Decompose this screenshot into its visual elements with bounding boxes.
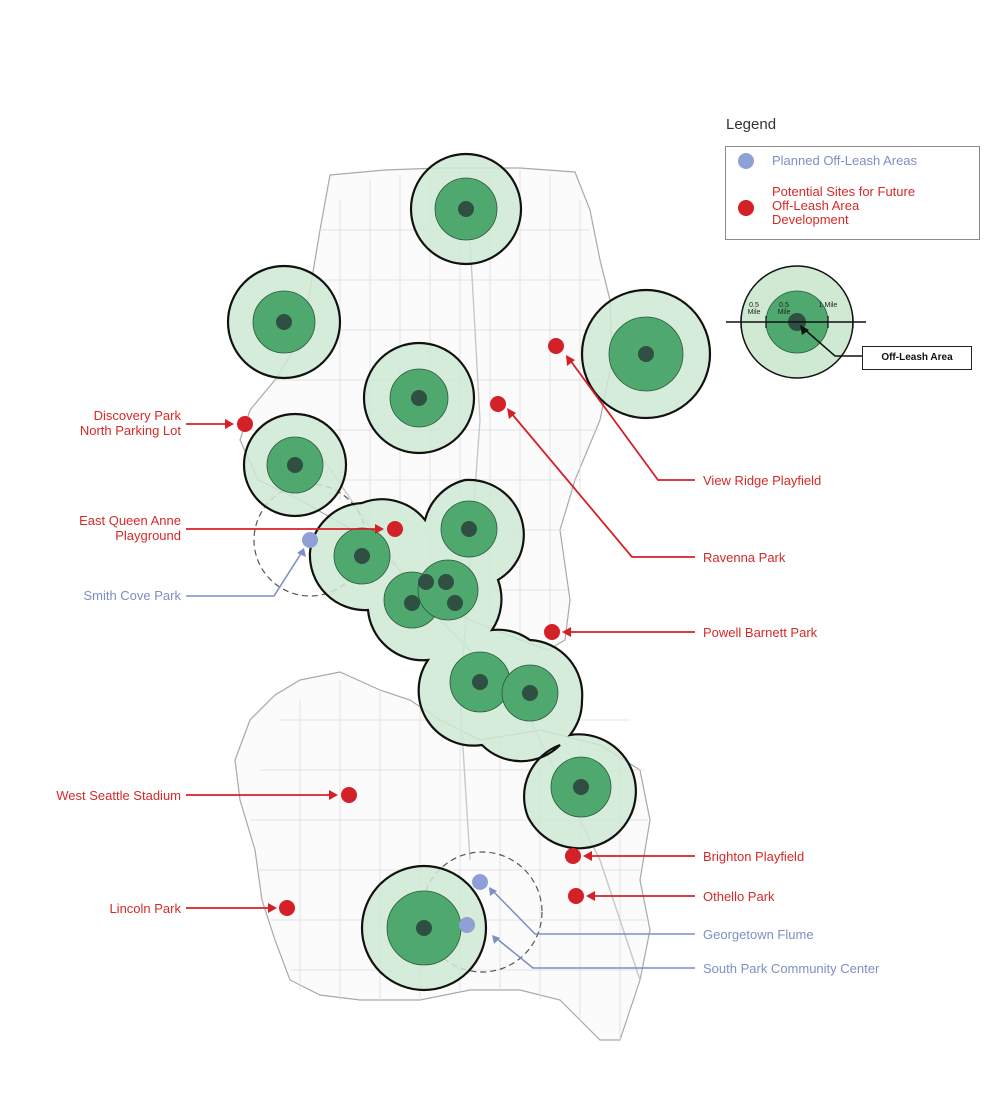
scale-pointer bbox=[802, 327, 862, 357]
lincoln-park-label: Lincoln Park bbox=[109, 901, 181, 916]
south-park-label: South Park Community Center bbox=[703, 961, 880, 976]
off-leash-area-marker bbox=[638, 346, 654, 362]
blue-arrowheads bbox=[297, 548, 500, 944]
scale-label-half-mile-right: 0.5 Mile bbox=[777, 302, 791, 316]
planned-site-markers bbox=[302, 532, 488, 933]
discovery-park-label-line2: North Parking Lot bbox=[79, 423, 181, 438]
scale-label-one-mile: 1 Mile bbox=[818, 302, 838, 309]
legend-box bbox=[725, 146, 980, 240]
east-queen-anne-label-line1: East Queen Anne bbox=[79, 513, 181, 528]
scale-graphic bbox=[726, 265, 866, 379]
planned-legend-label: Planned Off-Leash Areas bbox=[772, 153, 918, 168]
west-seattle-stadium-marker[interactable] bbox=[341, 787, 357, 803]
smith-cove-marker[interactable] bbox=[302, 532, 318, 548]
brighton-playfield-marker[interactable] bbox=[565, 848, 581, 864]
off-leash-area-marker bbox=[458, 201, 474, 217]
off-leash-area-marker bbox=[472, 674, 488, 690]
potential-legend-swatch bbox=[738, 200, 754, 216]
blue-callouts bbox=[186, 551, 695, 969]
georgetown-flume-callout bbox=[491, 889, 695, 935]
south-park-buffer bbox=[421, 851, 543, 973]
othello-park-marker[interactable] bbox=[568, 888, 584, 904]
lincoln-park-marker[interactable] bbox=[279, 900, 295, 916]
othello-park-label: Othello Park bbox=[703, 889, 775, 904]
east-queen-anne-marker[interactable] bbox=[387, 521, 403, 537]
off-leash-area-marker bbox=[522, 685, 538, 701]
ravenna-park-marker[interactable] bbox=[490, 396, 506, 412]
discovery-park-label: Discovery Park North Parking Lot bbox=[80, 408, 181, 438]
off-leash-area-marker bbox=[418, 574, 434, 590]
off-leash-area-marker bbox=[287, 457, 303, 473]
off-leash-area-marker bbox=[411, 390, 427, 406]
south-park-callout bbox=[495, 937, 695, 969]
discovery-park-marker[interactable] bbox=[237, 416, 253, 432]
georgetown-flume-label: Georgetown Flume bbox=[703, 927, 814, 942]
off-leash-area-label: Off-Leash Area bbox=[862, 346, 972, 370]
west-seattle-stadium-label: West Seattle Stadium bbox=[56, 788, 181, 803]
inner-buffer bbox=[417, 559, 479, 621]
off-leash-area-marker bbox=[416, 920, 432, 936]
legend-title: Legend bbox=[726, 116, 777, 133]
powell-barnett-label: Powell Barnett Park bbox=[703, 625, 818, 640]
smith-cove-label: Smith Cove Park bbox=[83, 588, 181, 603]
potential-site-markers bbox=[237, 338, 584, 916]
ravenna-park-label: Ravenna Park bbox=[703, 550, 786, 565]
red-callouts bbox=[186, 359, 695, 909]
east-queen-anne-label-line2: Playground bbox=[115, 528, 181, 543]
off-leash-area-marker bbox=[573, 779, 589, 795]
off-leash-area-marker bbox=[447, 595, 463, 611]
south-park-marker[interactable] bbox=[459, 917, 475, 933]
potential-legend-label: Potential Sites for Future Off-Leash Are… bbox=[772, 184, 916, 227]
powell-barnett-marker[interactable] bbox=[544, 624, 560, 640]
georgetown-flume-marker[interactable] bbox=[472, 874, 488, 890]
off-leash-area-marker bbox=[404, 595, 420, 611]
off-leash-areas bbox=[276, 201, 654, 936]
view-ridge-label: View Ridge Playfield bbox=[703, 473, 822, 488]
scale-label-half-mile-left: 0.5 Mile bbox=[747, 302, 761, 316]
east-queen-anne-label: East Queen Anne Playground bbox=[79, 513, 181, 543]
off-leash-area-marker bbox=[438, 574, 454, 590]
off-leash-area-marker bbox=[354, 548, 370, 564]
off-leash-area-marker bbox=[461, 521, 477, 537]
brighton-playfield-label: Brighton Playfield bbox=[703, 849, 805, 864]
discovery-park-label-line1: Discovery Park bbox=[93, 408, 181, 423]
red-arrowheads bbox=[225, 355, 595, 913]
view-ridge-marker[interactable] bbox=[548, 338, 564, 354]
planned-legend-swatch bbox=[738, 153, 754, 169]
smith-cove-callout bbox=[186, 551, 303, 597]
ravenna-park-callout bbox=[511, 413, 695, 558]
view-ridge-callout bbox=[569, 359, 695, 481]
off-leash-area-marker bbox=[276, 314, 292, 330]
